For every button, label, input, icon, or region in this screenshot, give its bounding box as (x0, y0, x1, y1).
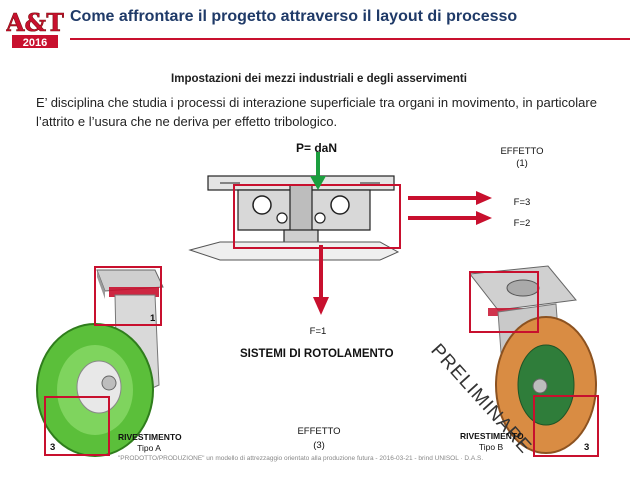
caster-b-box3-number: 3 (584, 442, 590, 453)
event-logo: A&T 2016 (6, 4, 64, 50)
force-arrow-down (313, 245, 329, 315)
force-f1-label: F=1 (309, 326, 327, 337)
footer-note: "PRODOTTO/PRODUZIONE" un modello di attr… (118, 455, 484, 462)
load-arrow (310, 152, 326, 190)
caster-a-image (36, 266, 164, 457)
force-f3-label: F=3 (513, 197, 531, 208)
force-f2-label: F=2 (513, 218, 531, 229)
rolling-systems-label: SISTEMI DI ROTOLAMENTO (240, 348, 394, 360)
effect1-index: (1) (516, 158, 528, 169)
caster-b-type-label: Tipo B (478, 442, 504, 452)
caster-a-coating-label: RIVESTIMENTO (118, 432, 182, 442)
force-arrows-right (408, 191, 492, 225)
effect3-index: (3) (313, 440, 325, 451)
bearing-assembly-drawing (188, 175, 401, 261)
caster-b-coating-label: RIVESTIMENTO (460, 431, 524, 441)
effect1-label: EFFETTO (500, 146, 544, 157)
section-body: E’ disciplina che studia i processi di i… (36, 95, 597, 129)
caster-b-image (469, 265, 599, 457)
caster-a-box3-number: 3 (50, 442, 56, 453)
caster-a-box1-number: 1 (150, 313, 156, 324)
section-subtitle: Impostazioni dei mezzi industriali e deg… (171, 73, 467, 85)
logo-letters: A&T (6, 8, 64, 37)
caster-a-type-label: Tipo A (137, 443, 161, 453)
effect3-label: EFFETTO (297, 426, 341, 437)
load-label: P= daN (296, 141, 338, 155)
title-divider (70, 38, 630, 40)
page-title: Come affrontare il progetto attraverso i… (70, 8, 518, 25)
logo-year: 2016 (23, 37, 47, 49)
